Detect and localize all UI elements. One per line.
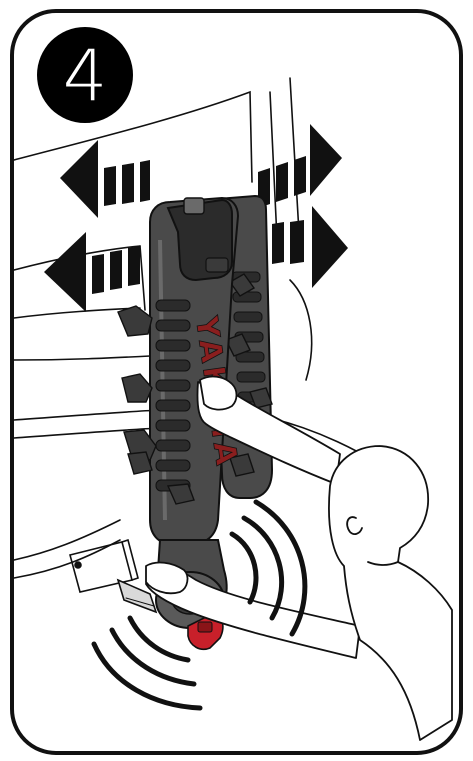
rack-lock-button bbox=[184, 198, 204, 214]
step-number: 4 bbox=[63, 35, 108, 117]
step-badge: 4 bbox=[37, 27, 133, 123]
